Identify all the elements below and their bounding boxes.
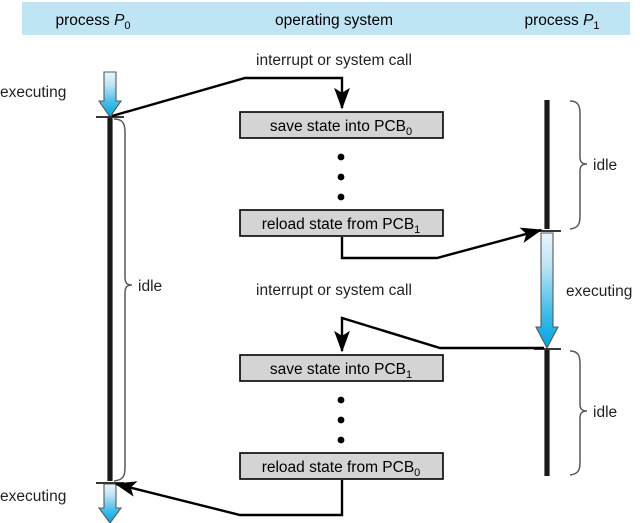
box-reload-pcb0: reload state from PCB0 bbox=[239, 452, 444, 480]
box-save-pcb1: save state into PCB1 bbox=[239, 354, 444, 382]
connector-reload-pcb1-to-p1 bbox=[340, 227, 543, 260]
box-reload-pcb1: reload state from PCB1 bbox=[239, 209, 444, 237]
header-label-process-p1: process P1 bbox=[524, 12, 599, 32]
executing-arrow-p0-bottom bbox=[97, 483, 123, 523]
box-reload-pcb0-label: reload state from PCB0 bbox=[262, 459, 421, 479]
connector-p1-to-save-pcb1 bbox=[334, 316, 544, 353]
state-label-executing-p0-top: executing bbox=[0, 84, 66, 101]
header-label-operating-system: operating system bbox=[275, 12, 393, 29]
ellipsis-dot bbox=[337, 193, 345, 201]
ellipsis-dot bbox=[337, 416, 345, 424]
executing-arrow-p1 bbox=[535, 232, 559, 350]
state-label-idle-p1-top: idle bbox=[593, 157, 617, 174]
box-save-pcb1-label: save state into PCB1 bbox=[270, 361, 412, 381]
box-save-pcb0: save state into PCB0 bbox=[239, 111, 444, 139]
box-save-pcb0-label: save state into PCB0 bbox=[270, 118, 412, 138]
event-label-interrupt-2: interrupt or system call bbox=[256, 282, 412, 299]
brace-p1-idle-top bbox=[569, 100, 588, 230]
brace-p1-idle-bottom bbox=[569, 350, 588, 476]
state-label-idle-p0: idle bbox=[138, 278, 162, 295]
ellipsis-dot bbox=[337, 396, 345, 404]
ellipsis-dot bbox=[337, 436, 345, 444]
executing-arrow-p0-top bbox=[97, 71, 123, 118]
state-label-idle-p1-bottom: idle bbox=[593, 404, 617, 421]
header-bar bbox=[22, 2, 630, 35]
event-label-interrupt-1: interrupt or system call bbox=[256, 52, 412, 69]
connector-p0-to-save-pcb0 bbox=[111, 76, 350, 118]
header-label-process-p0: process P0 bbox=[55, 12, 130, 32]
ellipsis-dot bbox=[337, 153, 345, 161]
state-label-executing-p1: executing bbox=[566, 283, 632, 300]
brace-p0-idle bbox=[113, 118, 133, 482]
box-reload-pcb1-label: reload state from PCB1 bbox=[262, 216, 421, 236]
state-label-executing-p0-bottom: executing bbox=[0, 488, 66, 505]
connector-reload-pcb0-to-p0 bbox=[114, 480, 344, 517]
ellipsis-dot bbox=[337, 173, 345, 181]
